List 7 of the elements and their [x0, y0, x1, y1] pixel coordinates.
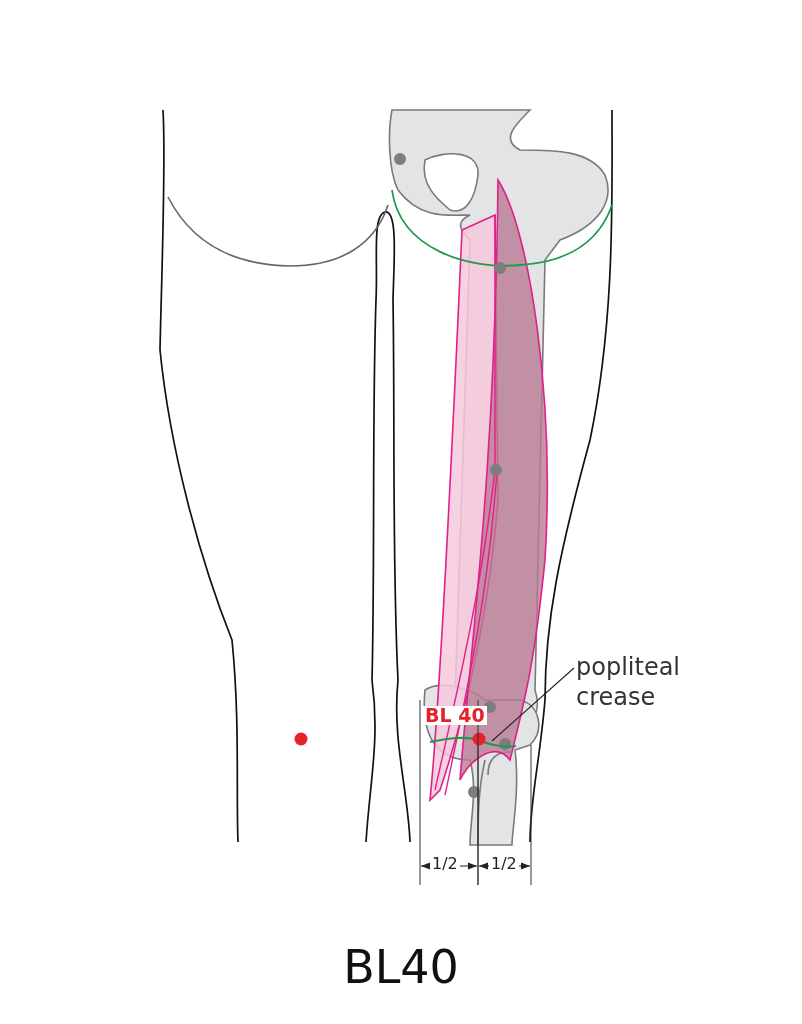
crease-line — [429, 736, 517, 748]
fraction-label: 1/2 — [430, 856, 460, 872]
callout-text: popliteal crease — [576, 652, 706, 712]
leader-line — [491, 667, 575, 742]
point-label: BL 40 — [423, 706, 487, 725]
diagram-title: BL40 — [342, 940, 460, 994]
fraction-label: 1/2 — [489, 856, 519, 872]
